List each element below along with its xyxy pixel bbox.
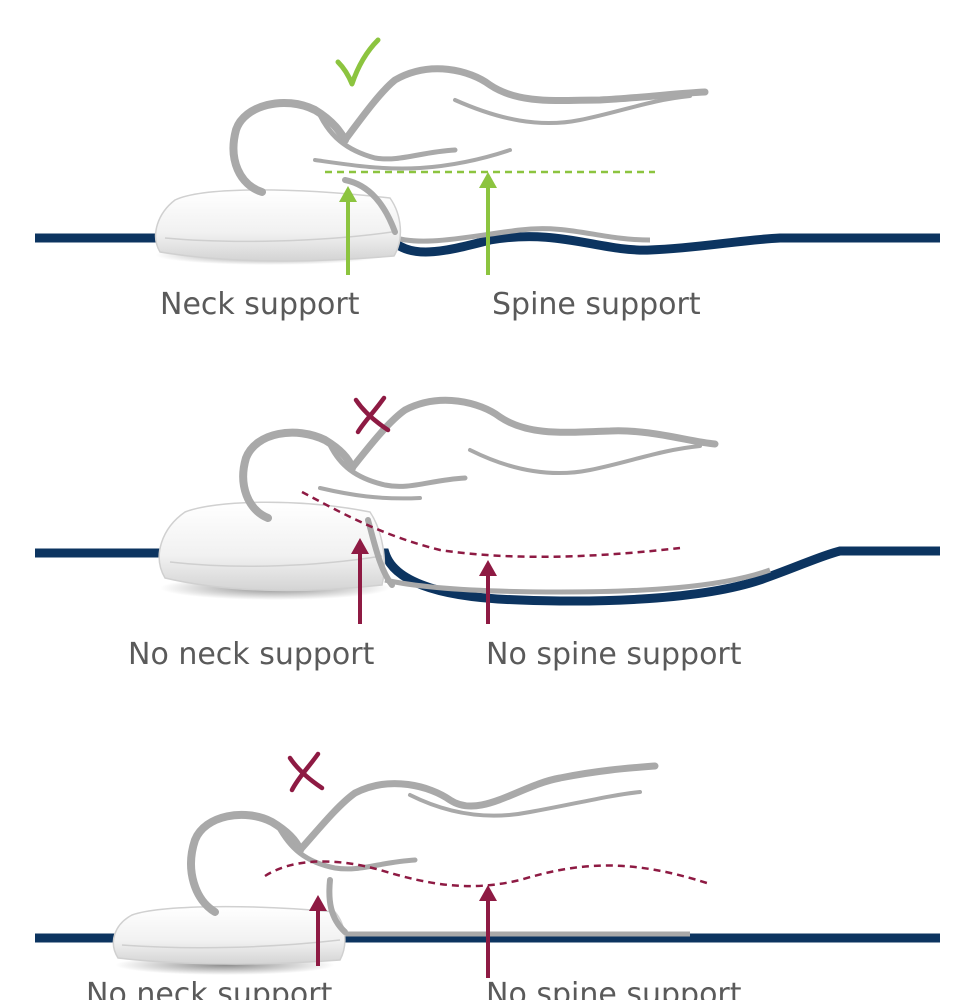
neck-support-arrow bbox=[339, 186, 357, 275]
alignment-line bbox=[264, 860, 711, 888]
spine-support-label: No spine support bbox=[486, 977, 742, 1000]
neck-support-label: Neck support bbox=[160, 287, 360, 322]
spine-support-label: Spine support bbox=[492, 287, 701, 322]
pillow bbox=[112, 905, 346, 965]
body-underside bbox=[389, 226, 651, 244]
spine-support-arrow bbox=[479, 885, 497, 978]
neck-support-arrow bbox=[309, 895, 327, 966]
body-outline bbox=[239, 396, 719, 588]
pillow bbox=[158, 501, 386, 592]
spine-support-label: No spine support bbox=[486, 637, 742, 672]
body-outline bbox=[229, 65, 709, 235]
pillow bbox=[154, 189, 402, 262]
cross-icon bbox=[287, 751, 325, 793]
body-underside bbox=[384, 567, 771, 595]
panel-sagging-mattress: No neck support No spine support bbox=[35, 395, 940, 672]
alignment-line bbox=[301, 490, 681, 559]
body-outline bbox=[187, 762, 659, 935]
cross-icon bbox=[353, 395, 391, 435]
panel-good-posture: Neck support Spine support bbox=[35, 37, 940, 322]
spine-support-arrow bbox=[479, 560, 497, 624]
spine-support-arrow bbox=[479, 172, 497, 275]
checkmark-icon bbox=[335, 37, 381, 87]
pillow-seam bbox=[164, 231, 393, 243]
panel-firm-mattress: No neck support No spine support bbox=[35, 751, 940, 1000]
neck-support-label: No neck support bbox=[128, 637, 375, 672]
pillow-seam bbox=[121, 939, 341, 949]
neck-support-label: No neck support bbox=[86, 977, 333, 1000]
mattress-line bbox=[35, 232, 940, 257]
neck-support-arrow bbox=[351, 538, 369, 624]
